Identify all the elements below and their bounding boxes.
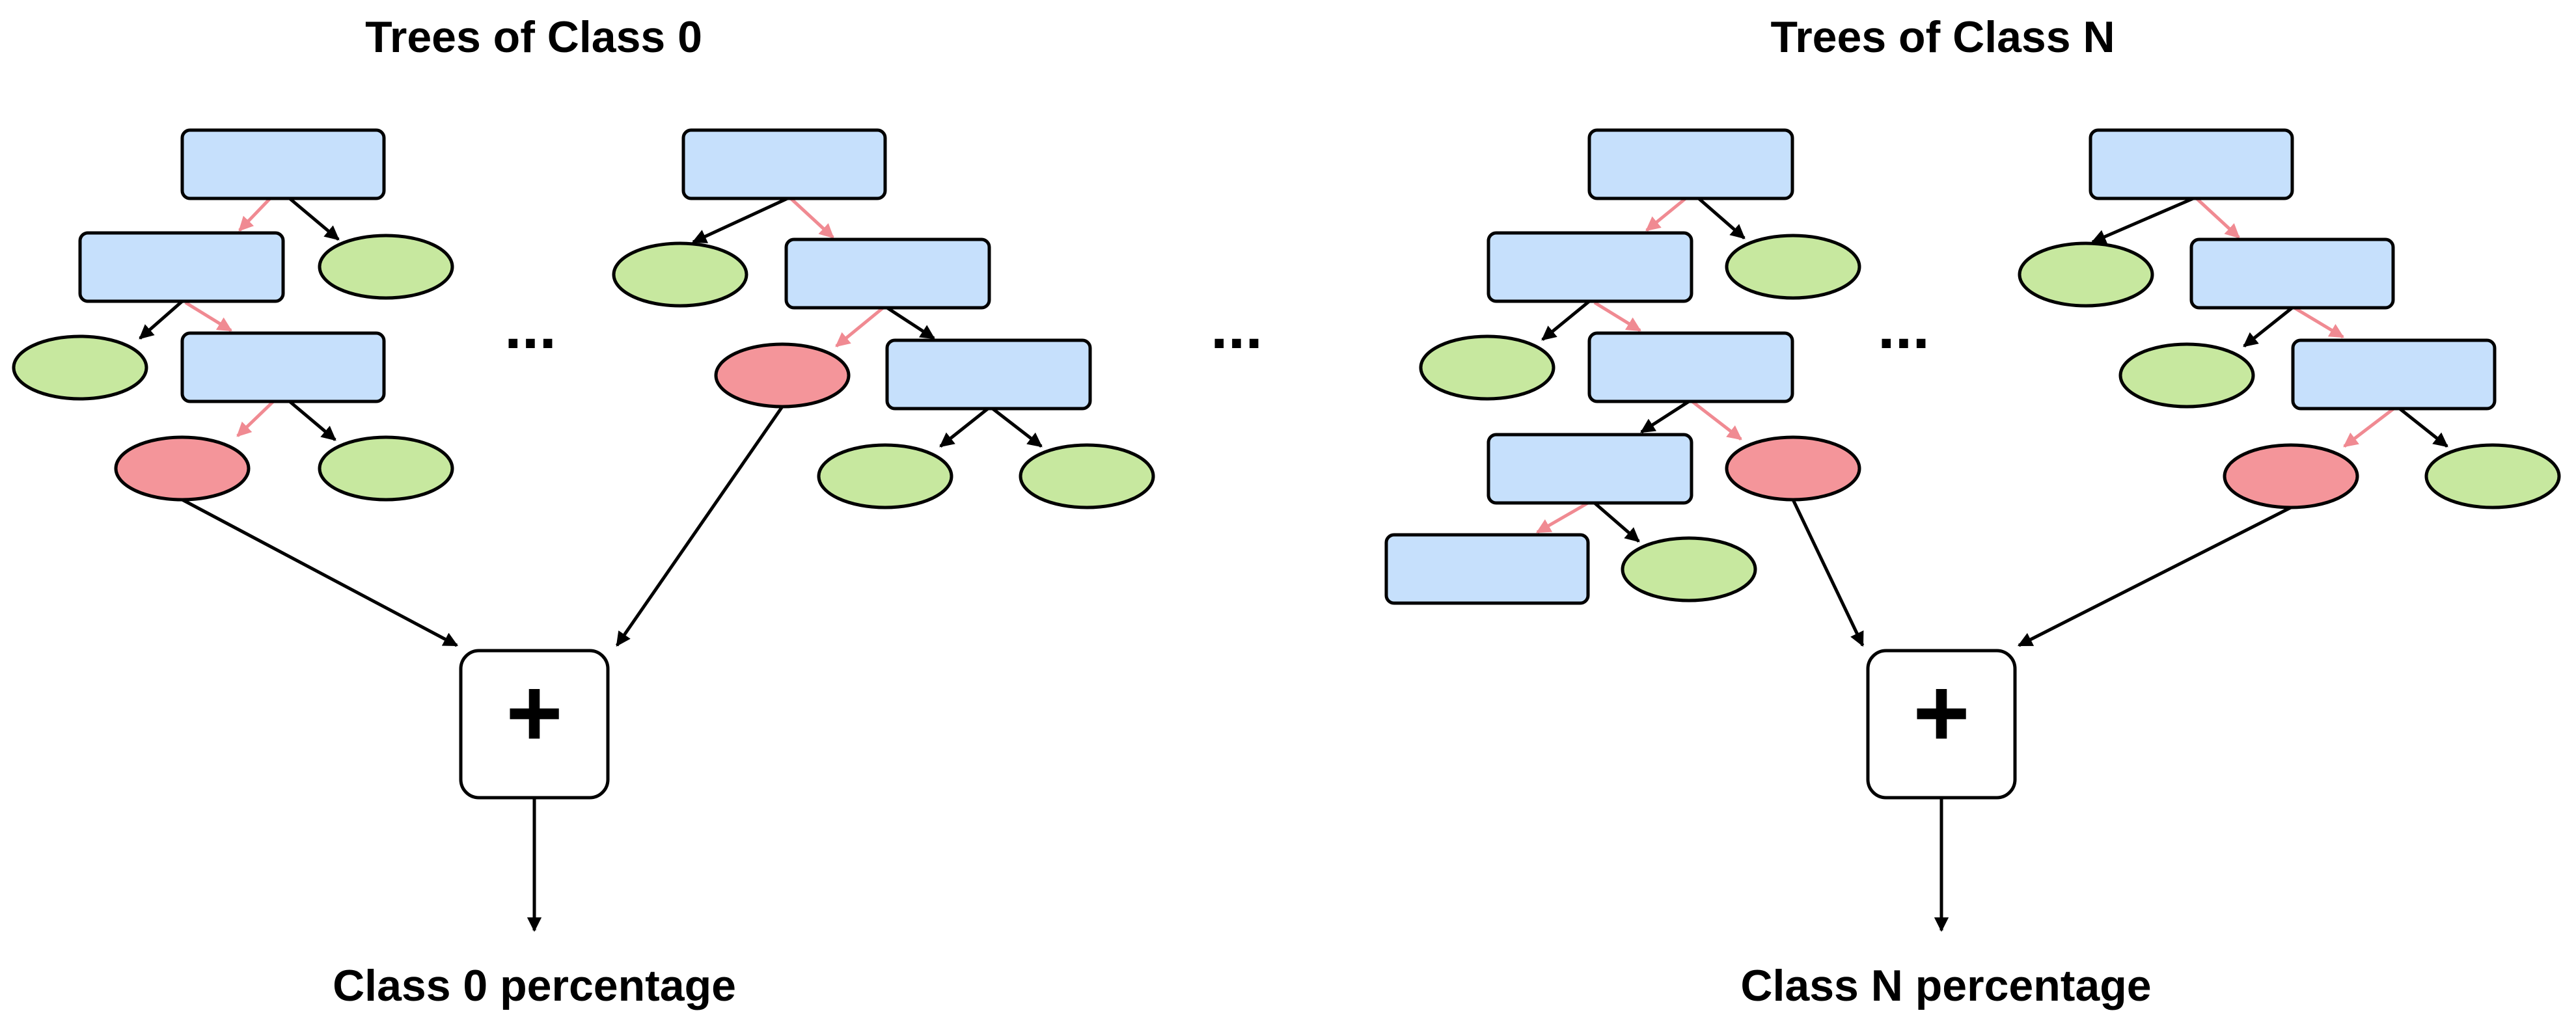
edge-arrow: [691, 196, 789, 244]
edge-arrow: [181, 498, 458, 647]
leaf-node-l2-c: [1019, 443, 1155, 509]
split-node-r2-a: [2189, 237, 2395, 310]
edge-arrow: [939, 407, 989, 448]
leaf-node-r2-b: [2118, 342, 2255, 409]
active-path-arrow: [1536, 501, 1589, 534]
edge-arrow: [1697, 197, 1746, 239]
split-node-l2-b: [885, 338, 1092, 411]
group-title-class-0: Trees of Class 0: [365, 12, 702, 62]
tree-ellipsis-class-0: ...: [504, 292, 556, 362]
leaf-node-r2-c: [2424, 443, 2561, 509]
active-path-arrow: [2195, 197, 2240, 239]
edge-arrow: [288, 400, 336, 441]
split-node-r1-b: [1587, 331, 1794, 403]
sum-symbol-class-n: +: [1913, 658, 1970, 767]
active-leaf-node-r2: [2223, 443, 2359, 509]
leaf-node-l2-b: [817, 443, 953, 509]
leaf-node-l1-a: [318, 234, 454, 300]
leaf-node-r1-a: [1725, 234, 1861, 300]
sum-symbol-class-0: +: [506, 658, 563, 767]
split-node-r1-root: [1587, 128, 1794, 200]
leaf-node-l1-b: [12, 334, 148, 401]
active-leaf-node-r1: [1725, 435, 1861, 502]
edge-arrow: [886, 306, 935, 340]
tree-nodes: [12, 128, 2561, 605]
sum-box-class-0: [459, 649, 610, 800]
active-path-arrow: [1645, 197, 1687, 232]
split-node-r2-root: [2089, 128, 2294, 200]
active-path-arrow: [236, 400, 275, 437]
edge-arrow: [2398, 407, 2448, 448]
split-node-l1-a: [78, 231, 285, 303]
active-path-arrow: [238, 197, 271, 232]
sum-box-class-n: [1866, 649, 2017, 800]
edge-arrow: [1791, 498, 1865, 647]
split-node-r1-c: [1487, 433, 1693, 505]
active-path-arrow: [2343, 407, 2395, 448]
active-path-arrow: [1593, 301, 1641, 332]
split-node-l1-root: [180, 128, 386, 200]
split-node-r1-d: [1384, 533, 1590, 605]
edge-arrow: [991, 407, 1043, 448]
edge-arrow: [1541, 300, 1591, 341]
split-node-l2-a: [784, 237, 991, 310]
leaf-node-l2-a: [612, 241, 748, 308]
leaf-node-r2-a: [2018, 241, 2154, 308]
active-path-arrow: [1691, 400, 1742, 440]
active-path-arrow: [2293, 306, 2344, 339]
active-path-arrow: [835, 306, 884, 347]
leaf-node-r1-c: [1621, 536, 1757, 602]
split-node-r2-b: [2291, 338, 2497, 411]
split-node-r1-a: [1487, 231, 1693, 303]
active-leaf-node-l2: [714, 342, 851, 409]
edge-arrow: [1593, 502, 1640, 543]
active-path-arrow: [184, 301, 232, 332]
tree-edges: [139, 196, 2448, 932]
edge-arrow: [288, 197, 340, 241]
leaf-node-l1-c: [318, 435, 454, 502]
group-ellipsis: ...: [1211, 292, 1263, 362]
leaf-node-r1-b: [1419, 334, 1555, 401]
active-path-arrow: [789, 197, 834, 239]
edge-arrow: [2243, 306, 2294, 347]
edge-arrow: [2017, 506, 2292, 647]
split-node-l1-b: [180, 331, 386, 403]
edge-arrow: [2090, 196, 2194, 244]
group-title-class-n: Trees of Class N: [1770, 12, 2115, 62]
edge-arrow: [1640, 399, 1690, 434]
active-leaf-node-l1: [114, 435, 251, 502]
edge-arrow: [615, 405, 784, 647]
edge-arrow: [139, 300, 184, 340]
output-label-class-n: Class N percentage: [1740, 961, 2151, 1010]
tree-ellipsis-class-n: ...: [1878, 292, 1930, 362]
output-label-class-0: Class 0 percentage: [333, 961, 736, 1010]
split-node-l2-root: [681, 128, 887, 200]
